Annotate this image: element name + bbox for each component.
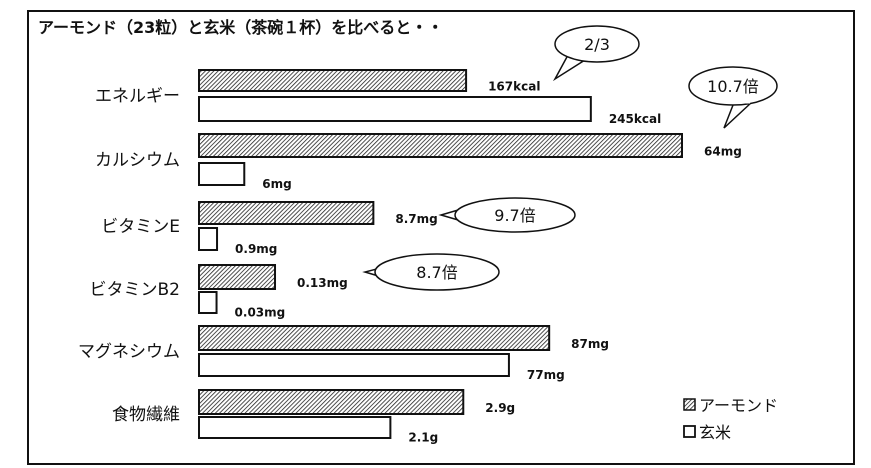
value-label-brown-rice: 0.03mg xyxy=(235,306,286,320)
legend-label-almond: アーモンド xyxy=(699,396,778,415)
category-label: ビタミンE xyxy=(101,217,180,237)
callout-2-3: 2/3 xyxy=(552,25,640,82)
value-label-almond: 0.13mg xyxy=(297,276,348,290)
bar-brown-rice xyxy=(198,227,219,251)
legend-label-rice: 玄米 xyxy=(699,423,731,442)
value-label-brown-rice: 6mg xyxy=(262,177,291,191)
callout-text: 2/3 xyxy=(584,35,610,54)
value-label-almond: 8.7mg xyxy=(395,212,437,226)
bar-brown-rice xyxy=(198,353,510,377)
bar-almond xyxy=(198,133,683,158)
category-label: カルシウム xyxy=(95,151,180,171)
legend: アーモンド 玄米 xyxy=(683,396,778,442)
bar-brown-rice xyxy=(198,96,592,122)
bar-brown-rice xyxy=(198,162,246,186)
value-label-brown-rice: 2.1g xyxy=(408,431,438,445)
value-label-brown-rice: 245kcal xyxy=(609,112,661,126)
category-label: マグネシウム xyxy=(78,342,180,362)
value-label-brown-rice: 0.9mg xyxy=(235,242,277,256)
callout-text: 10.7倍 xyxy=(707,77,759,96)
callout-9-7: 9.7倍 xyxy=(438,197,576,233)
legend-swatch-almond xyxy=(683,398,696,411)
bar-almond xyxy=(198,325,551,351)
category-label: ビタミンB2 xyxy=(90,280,180,300)
bar-almond xyxy=(198,201,375,225)
frame xyxy=(27,10,855,465)
callout-text: 8.7倍 xyxy=(416,263,457,282)
bar-almond xyxy=(198,69,468,92)
bar-brown-rice xyxy=(198,416,392,439)
callout-8-7: 8.7倍 xyxy=(362,253,500,291)
value-label-almond: 64mg xyxy=(704,145,742,159)
bar-almond xyxy=(198,389,465,415)
value-label-almond: 87mg xyxy=(571,337,609,351)
legend-swatch-rice xyxy=(683,425,696,438)
value-label-brown-rice: 77mg xyxy=(527,368,565,382)
value-label-almond: 2.9g xyxy=(485,401,515,415)
bar-almond xyxy=(198,264,277,290)
callout-text: 9.7倍 xyxy=(494,206,535,225)
category-label: 食物繊維 xyxy=(112,405,180,425)
bar-brown-rice xyxy=(198,291,218,314)
chart-title: アーモンド（23粒）と玄米（茶碗１杯）を比べると・・ xyxy=(38,18,443,37)
category-label: エネルギー xyxy=(95,87,180,107)
callout-10-7: 10.7倍 xyxy=(688,66,778,129)
value-label-almond: 167kcal xyxy=(488,80,540,94)
